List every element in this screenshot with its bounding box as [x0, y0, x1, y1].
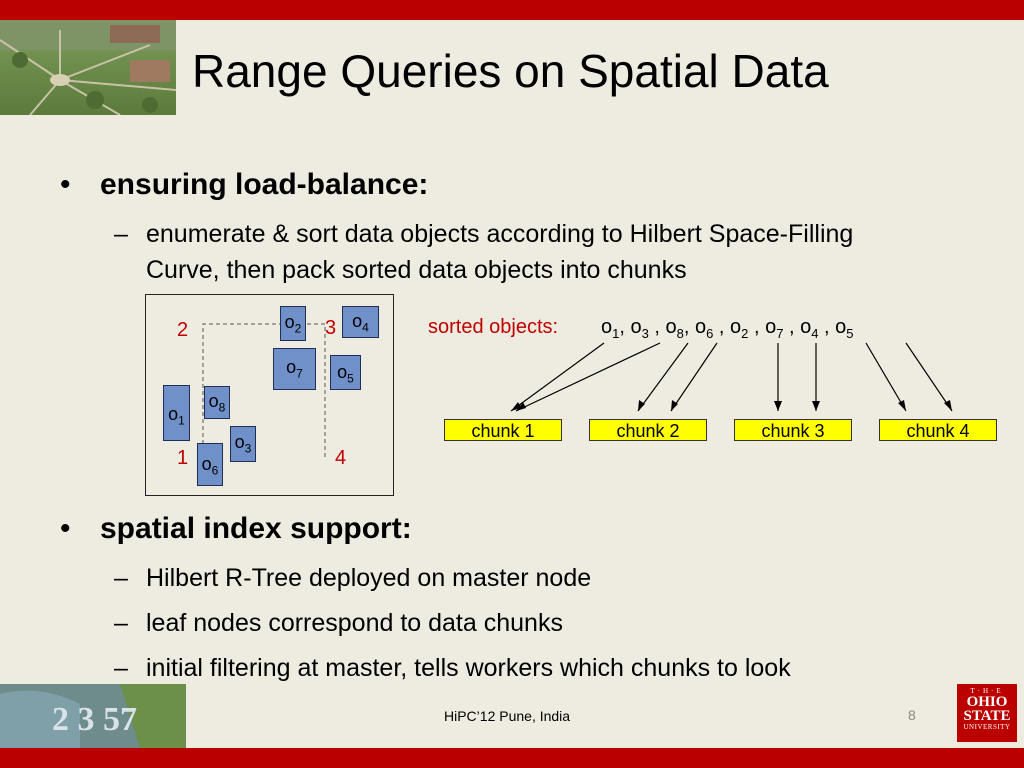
- object-index: 7: [296, 366, 303, 381]
- sorted-item-index: 8: [676, 326, 684, 341]
- subitem-text: Hilbert R-Tree deployed on master node: [146, 564, 592, 592]
- sorted-objects-label: sorted objects:: [428, 316, 559, 338]
- campus-photo: [0, 20, 176, 115]
- slide-title: Range Queries on Spatial Data: [192, 45, 829, 97]
- object-letter: o: [284, 312, 295, 332]
- subitem-enumerate-line1: – enumerate & sort data objects accordin…: [114, 220, 854, 249]
- chunk-2: chunk 2: [589, 419, 707, 441]
- subitem-text: leaf nodes correspond to data chunks: [146, 609, 563, 637]
- bullet-spatial-index: • spatial index support:: [60, 512, 412, 546]
- object-o8: o8: [204, 386, 230, 419]
- footer-text: HiPC’12 Pune, India: [444, 708, 571, 724]
- dash: –: [114, 609, 128, 637]
- chunk-3: chunk 3: [734, 419, 852, 441]
- object-letter: o: [337, 362, 348, 382]
- sorted-item: o4: [800, 316, 819, 341]
- object-o6: o6: [197, 443, 223, 486]
- object-o3: o3: [230, 426, 256, 462]
- object-index: 2: [294, 321, 302, 336]
- object-o7: o7: [273, 348, 316, 390]
- sorted-item: o6: [695, 316, 714, 341]
- photo-number-text: 2 3 57: [52, 701, 137, 738]
- object-letter: o: [201, 454, 212, 474]
- logo-the: T·H·E: [970, 687, 1004, 695]
- sorted-item-index: 1: [612, 326, 620, 341]
- sorted-separator: ,: [818, 316, 836, 338]
- sorted-item: o3: [630, 316, 649, 341]
- dash: –: [114, 654, 128, 682]
- object-letter: o: [168, 404, 179, 424]
- subitem-text: Curve, then pack sorted data objects int…: [146, 256, 687, 284]
- hilbert-curve: [202, 323, 326, 458]
- quadrant-label-3: 3: [325, 317, 337, 339]
- sorted-item-index: 4: [811, 326, 819, 341]
- arrow-heads: [511, 400, 952, 411]
- sorted-separator: ,: [683, 316, 695, 338]
- dash: –: [114, 220, 128, 248]
- object-index: 5: [347, 371, 354, 386]
- quadrant-label-1: 1: [177, 447, 189, 469]
- sorted-separator: ,: [648, 316, 666, 338]
- sorted-separator: ,: [713, 316, 731, 338]
- sorted-separator: ,: [619, 316, 631, 338]
- chunk-4: chunk 4: [879, 419, 997, 441]
- campus-numbers-photo: 2 3 57: [0, 684, 186, 748]
- object-o5: o5: [330, 355, 361, 390]
- logo-state: STATE: [963, 708, 1011, 724]
- object-index: 3: [244, 441, 252, 456]
- object-index: 4: [362, 320, 369, 335]
- object-letter: o: [286, 357, 297, 377]
- subitem-text: enumerate & sort data objects according …: [146, 220, 854, 248]
- subitem-hilbert-rtree: – Hilbert R-Tree deployed on master node: [114, 564, 592, 593]
- ohio-state-logo: T·H·E OHIO STATE UNIVERSITY: [957, 684, 1017, 742]
- bullet-load-balance: • ensuring load-balance:: [60, 168, 429, 202]
- top-red-bar: [0, 0, 1024, 20]
- sorted-item: o5: [835, 316, 854, 341]
- sorted-item-index: 7: [776, 326, 784, 341]
- sorted-item: o2: [730, 316, 749, 341]
- subitem-leaf-nodes: – leaf nodes correspond to data chunks: [114, 609, 563, 638]
- sorted-item: o8: [665, 316, 684, 341]
- object-index: 6: [211, 463, 219, 478]
- chunk-1: chunk 1: [444, 419, 562, 441]
- logo-ohio: OHIO: [966, 694, 1008, 710]
- object-o2: o2: [280, 306, 306, 341]
- bullet-dot: •: [60, 168, 71, 201]
- sorted-item: o7: [765, 316, 784, 341]
- hilbert-space-box: [145, 294, 394, 496]
- sorted-separator: ,: [783, 316, 801, 338]
- dash: –: [114, 564, 128, 592]
- sorted-item-index: 5: [846, 326, 854, 341]
- object-o4: o4: [342, 306, 379, 338]
- logo-university: UNIVERSITY: [963, 723, 1011, 731]
- sorted-objects-sequence: o1, o3 , o8, o6 , o2 , o7 , o4 , o5: [601, 316, 853, 341]
- sorted-separator: ,: [748, 316, 766, 338]
- object-index: 1: [178, 413, 185, 428]
- subitem-text: initial filtering at master, tells worke…: [146, 654, 791, 682]
- object-letter: o: [208, 391, 219, 411]
- bullet-text: ensuring load-balance:: [100, 168, 429, 201]
- bullet-text: spatial index support:: [100, 512, 412, 545]
- page-number: 8: [908, 707, 916, 723]
- object-letter: o: [234, 432, 245, 452]
- sorted-item-index: 3: [641, 326, 649, 341]
- quadrant-label-2: 2: [177, 319, 189, 341]
- quadrant-label-4: 4: [335, 447, 347, 469]
- object-index: 8: [218, 400, 226, 415]
- object-o1: o1: [163, 385, 190, 441]
- sorted-item-index: 6: [706, 326, 714, 341]
- bullet-dot: •: [60, 512, 71, 545]
- object-letter: o: [352, 311, 363, 331]
- mapping-arrows: [510, 342, 953, 412]
- sorted-item-index: 2: [741, 326, 749, 341]
- subitem-enumerate-line2: Curve, then pack sorted data objects int…: [146, 256, 687, 285]
- sorted-item: o1: [601, 316, 620, 341]
- bottom-red-bar: [0, 748, 1024, 768]
- subitem-initial-filtering: – initial filtering at master, tells wor…: [114, 654, 791, 683]
